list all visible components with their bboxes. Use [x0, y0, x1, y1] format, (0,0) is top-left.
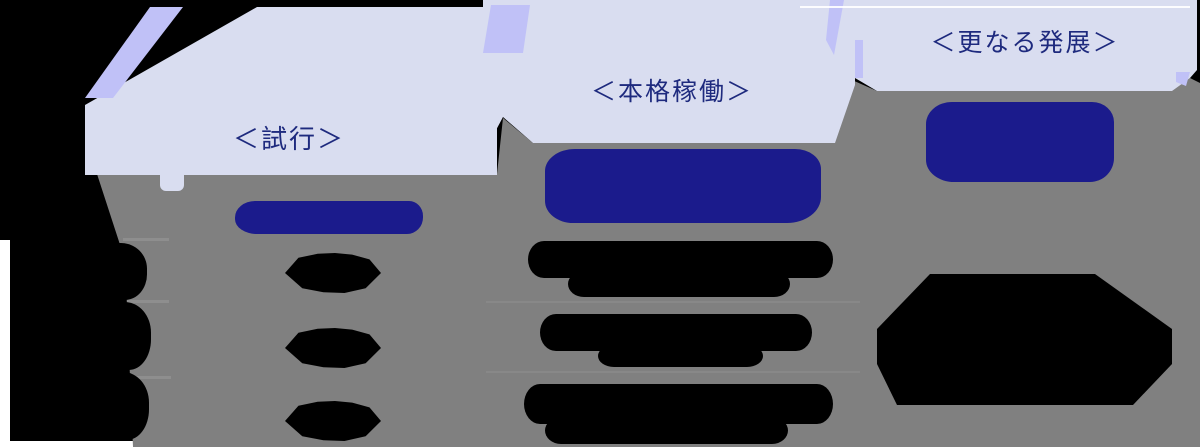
row-divider-tick-2 [127, 300, 169, 303]
phase3-banner-accent-right [1176, 72, 1190, 86]
row-divider-line-3 [486, 371, 860, 373]
col1-row1-item-blob [285, 253, 381, 293]
col2-row1-item-blob-line2 [568, 271, 790, 297]
col1-row2-item-blob [285, 328, 381, 368]
phase1-banner-tab [160, 173, 184, 191]
row1-label-blob [85, 243, 147, 300]
col2-row2-item-blob-line1 [540, 314, 812, 351]
phase1-period-blob [235, 201, 423, 234]
phase3-heading: ＜更なる発展＞ [930, 29, 1120, 57]
phase3-banner [855, 0, 1197, 91]
phase3-banner-accent-left [855, 40, 863, 78]
banner-top-highlight [800, 6, 1190, 8]
phase2-heading: ＜本格稼働＞ [590, 78, 753, 106]
phase2-banner-accent-left [483, 5, 530, 53]
col2-row3-item-blob-line2 [545, 417, 788, 444]
row-divider-tick-3 [127, 376, 171, 379]
row3-label-blob [85, 372, 149, 440]
phase2-banner [483, 0, 855, 143]
row-divider-tick-1 [123, 238, 169, 241]
col3-item-blob [877, 274, 1172, 405]
left-edge-white-strip [0, 240, 10, 447]
col1-row3-item-blob [285, 401, 381, 441]
phase1-heading: ＜試行＞ [232, 124, 345, 154]
phase3-period-blob [926, 102, 1114, 182]
row2-label-blob [85, 302, 151, 370]
phase2-period-blob [545, 149, 821, 223]
row-divider-line-2 [486, 301, 860, 303]
col2-row2-item-blob-line2 [598, 345, 763, 367]
bottom-edge-white-strip [0, 441, 152, 447]
